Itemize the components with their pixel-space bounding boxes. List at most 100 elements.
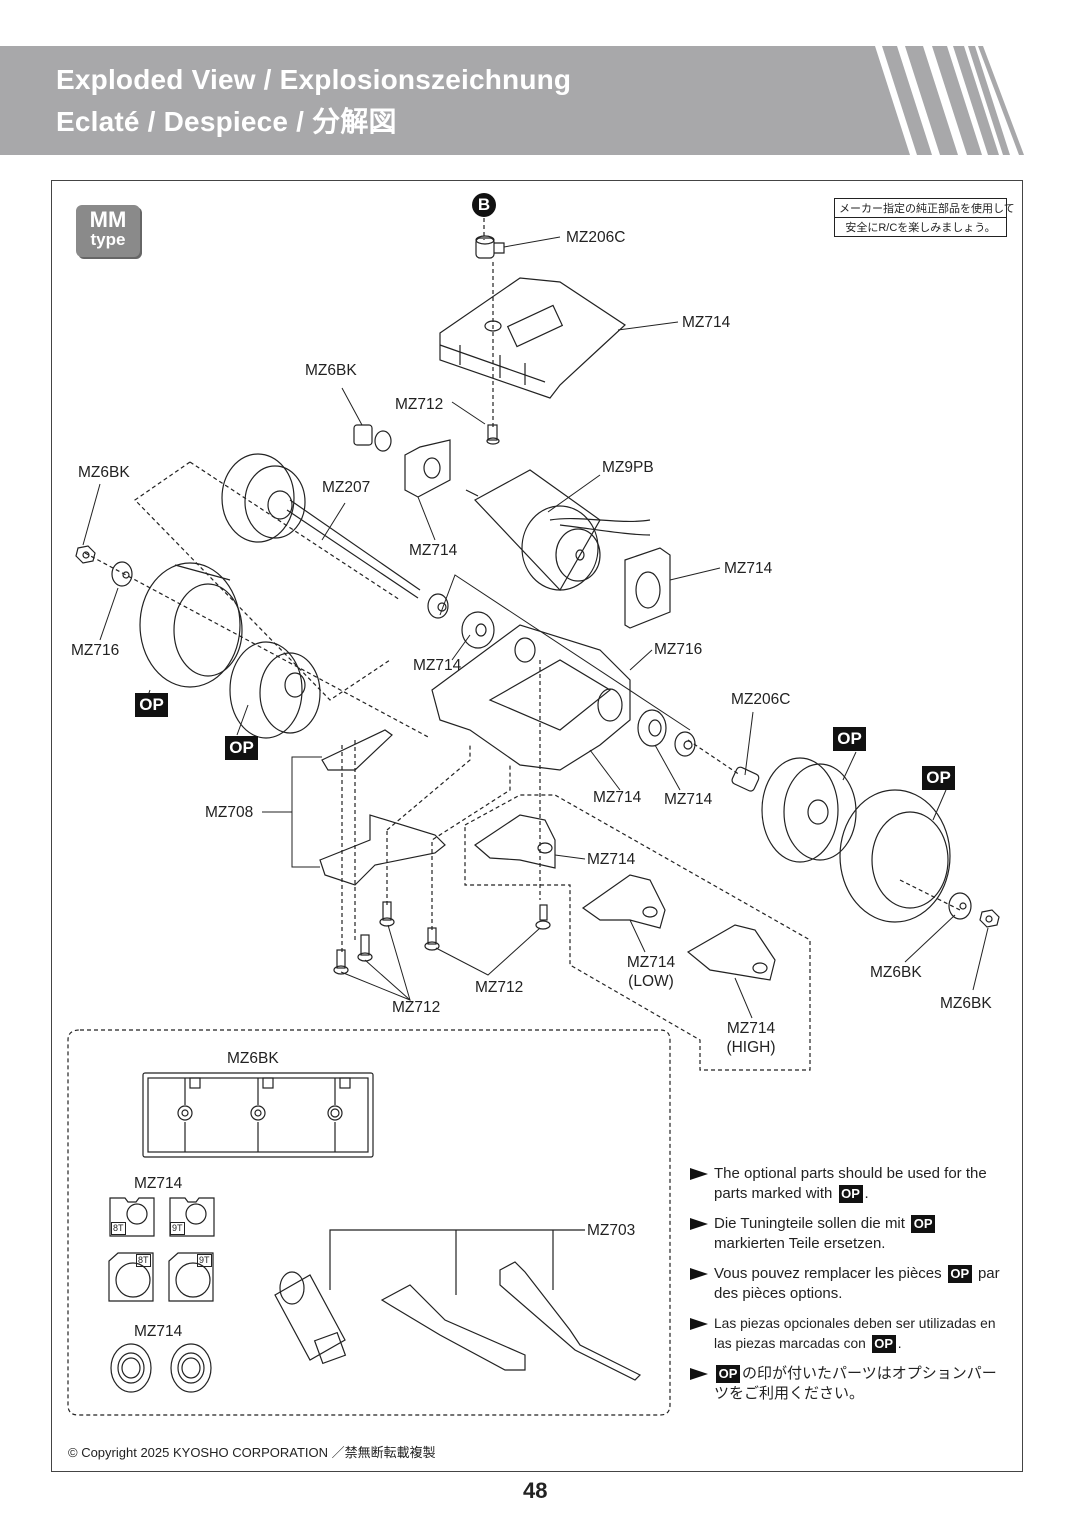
part-mz6bk-spacer-right	[948, 892, 972, 920]
note-ja-text: の印が付いたパーツはオプションパーツをご利用ください。	[714, 1365, 997, 1402]
part-mz9pb-motor	[465, 469, 651, 592]
label-mz714-spacer: MZ714	[413, 657, 462, 674]
part-mz714-mount	[474, 814, 556, 869]
part-left-tire	[139, 562, 243, 688]
op-mark-inline: OP	[911, 1215, 936, 1234]
op-mark-right-tire: OP	[922, 766, 955, 790]
label-high: (HIGH)	[726, 1038, 776, 1056]
part-mz6bk-nut-right	[979, 909, 1000, 928]
op-mark-left-wheel: OP	[225, 736, 258, 760]
label-sprue-mz6bk: MZ6BK	[227, 1050, 279, 1067]
arrow-icon	[690, 1318, 708, 1330]
part-mz714-mount-low	[581, 874, 666, 929]
part-left-wheel	[229, 641, 321, 739]
label-mz712-left: MZ712	[392, 999, 441, 1016]
part-bearing-center	[427, 593, 449, 619]
arrow-icon	[690, 1168, 708, 1180]
part-spacer-center	[461, 611, 495, 649]
part-mz206c-top	[475, 235, 505, 259]
label-mz716-left: MZ716	[71, 642, 120, 659]
page-title-line2: Eclaté / Despiece / 分解図	[56, 106, 397, 137]
diagram-frame	[51, 180, 1023, 1472]
label-mz714-cover: MZ714	[682, 314, 731, 331]
label-mz708: MZ708	[205, 804, 254, 821]
label-mz712-mid: MZ712	[475, 979, 524, 996]
label-mz714-low: MZ714 (LOW)	[625, 954, 677, 991]
tool-mz703	[274, 1229, 642, 1381]
op-mark-right-wheel: OP	[833, 727, 866, 751]
part-mz716-bearing-left	[111, 561, 133, 587]
label-sprue-mz714-plates: MZ714	[134, 1175, 183, 1192]
note-fr: Vous pouvez remplacer les pièces OP par …	[690, 1264, 1010, 1304]
mm-type-badge: MM type	[76, 205, 140, 257]
part-mz6bk-nut-left	[75, 545, 96, 564]
note-en: The optional parts should be used for th…	[690, 1164, 1010, 1204]
op-mark-inline: OP	[838, 1185, 863, 1204]
part-mz714-mount-high	[686, 924, 776, 981]
label-mz716-right: MZ716	[654, 641, 703, 658]
part-right-wheel	[761, 757, 857, 863]
note-de-after: markierten Teile ersetzen.	[714, 1235, 886, 1252]
page-title-line1: Exploded View / Explosionszeichnung	[56, 64, 572, 95]
badge-line2: type	[90, 230, 126, 249]
part-mz206c-right	[731, 766, 760, 792]
notice-line1: メーカー指定の純正部品を使用して	[834, 198, 1015, 218]
genuine-parts-notice: メーカー指定の純正部品を使用して 安全にR/Cを楽しみましょう。	[834, 198, 1015, 237]
part-mz712-screws	[333, 901, 551, 975]
tag-9t-b: 9T	[197, 1254, 212, 1267]
arrow-icon	[690, 1218, 708, 1230]
arrow-icon	[690, 1368, 708, 1380]
label-mz714-chassis: MZ714	[593, 789, 642, 806]
label-mz714-mount: MZ714	[587, 851, 636, 868]
label-mz207: MZ207	[322, 479, 371, 496]
label-mz714-ring: MZ714	[664, 791, 713, 808]
op-mark-left-tire: OP	[135, 693, 168, 717]
label-mz206c-top: MZ206C	[566, 229, 626, 246]
part-mz207-gear-axle	[221, 453, 421, 599]
label-mz712-top: MZ712	[395, 396, 444, 413]
part-mz714-ring-right	[637, 709, 667, 747]
part-right-tire	[839, 789, 951, 923]
notice-line2: 安全にR/Cを楽しみましょう。	[834, 218, 1007, 237]
op-mark-inline: OP	[947, 1265, 972, 1284]
note-en-after: .	[864, 1185, 869, 1202]
part-mz714-plate-left	[404, 439, 451, 498]
note-es-text: Las piezas opcionales deben ser utilizad…	[714, 1316, 996, 1351]
sprue-mz6bk	[142, 1072, 374, 1158]
op-mark-inline: OP	[716, 1365, 740, 1384]
tag-9t-a: 9T	[170, 1222, 185, 1235]
copyright: © Copyright 2025 KYOSHO CORPORATION ／禁無断…	[68, 1445, 436, 1460]
tag-8t-b: 8T	[136, 1254, 151, 1267]
part-mz712-screw-top	[486, 424, 500, 445]
sprue-mz714-plates	[108, 1197, 215, 1302]
label-mz6bk-right2: MZ6BK	[940, 995, 992, 1012]
op-mark-inline: OP	[871, 1335, 896, 1354]
note-fr-after: par des pièces options.	[714, 1265, 1000, 1302]
note-fr-text: Vous pouvez remplacer les pièces	[714, 1265, 942, 1282]
label-sprue-mz714-rings: MZ714	[134, 1323, 183, 1340]
part-mz714-plate-right	[624, 547, 671, 629]
header-stripes	[0, 46, 1024, 155]
dashed-guides	[67, 218, 961, 1416]
note-de-text: Die Tuningteile sollen die mit	[714, 1215, 905, 1232]
part-mz708-plates	[319, 729, 446, 886]
header-band	[0, 46, 1075, 155]
note-de: Die Tuningteile sollen die mit OP markie…	[690, 1214, 1010, 1254]
note-es: Las piezas opcionales deben ser utilizad…	[690, 1314, 1010, 1354]
label-mz714-plate-right: MZ714	[724, 560, 773, 577]
note-es-after: .	[897, 1336, 902, 1351]
badge-line1: MM	[89, 207, 127, 232]
leader-lines	[82, 236, 989, 1019]
reference-marker-b: B	[472, 193, 496, 217]
label-mz703: MZ703	[587, 1222, 636, 1239]
label-low: (LOW)	[628, 972, 674, 990]
sprue-mz714-rings	[110, 1343, 212, 1393]
label-mz206c-right: MZ206C	[731, 691, 791, 708]
part-mz716-bearing-right	[674, 731, 696, 757]
op-notes: The optional parts should be used for th…	[690, 1164, 1010, 1414]
label-mz6bk-right1: MZ6BK	[870, 964, 922, 981]
part-mz714-chassis	[431, 624, 631, 771]
label-mz714-high: MZ714 (HIGH)	[725, 1020, 777, 1057]
